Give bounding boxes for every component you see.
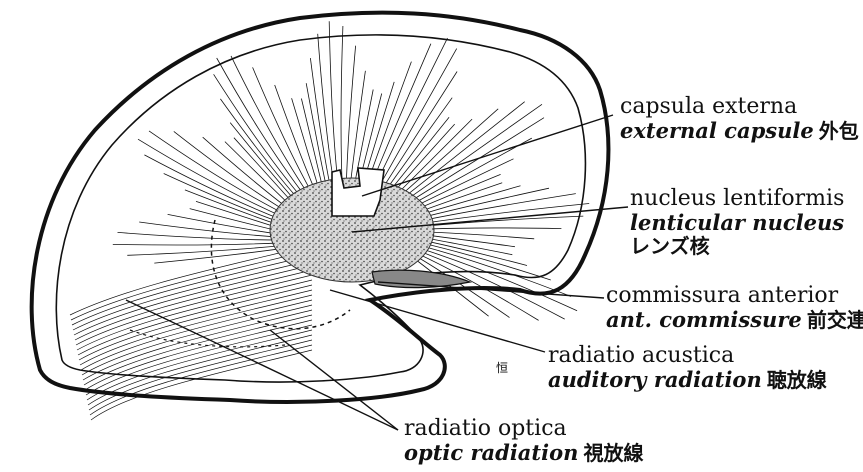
label-radiatio-acustica: radiatio acustica auditory radiation 聴放線 [548,343,827,392]
english-name: ant. commissure [606,307,802,332]
fiber-line [417,188,549,218]
fiber-line [127,246,283,256]
fiber-line [306,83,327,190]
label-capsula-externa: capsula externa external capsule 外包 [620,94,859,143]
latin-name: radiatio acustica [548,343,827,368]
label-commissura-anterior: commissura anterior ant. commissure 前交連 [606,283,863,332]
fiber-line [341,26,343,188]
artist-signature: 恒 [496,361,508,375]
english-name: lenticular nucleus [630,211,844,235]
label-nucleus-lentiformis: nucleus lentiformis lenticular nucleus レ… [630,186,844,258]
fiber-line [420,204,589,224]
fiber-line [370,44,431,189]
fiber-line [118,232,283,240]
latin-name: capsula externa [620,94,859,119]
japanese-name: 外包 [819,119,859,143]
fiber-line [301,99,323,192]
latin-name: nucleus lentiformis [630,186,844,211]
temporal-fiber-line [82,305,312,375]
japanese-name: レンズ核 [630,235,844,258]
temporal-fiber-line [90,345,312,415]
latin-name: radiatio optica [404,416,643,441]
latin-name: commissura anterior [606,283,863,308]
fiber-line [403,104,542,202]
temporal-fiber-line [80,295,312,365]
japanese-name: 聴放線 [767,368,827,392]
fiber-line [275,85,317,194]
fiber-line [406,118,545,205]
temporal-fiber-line [87,330,312,400]
fiber-line [394,119,472,197]
label-radiatio-optica: radiatio optica optic radiation 視放線 [404,416,643,465]
english-name: optic radiation [404,440,578,465]
temporal-fiber-line [83,310,312,380]
fiber-line [421,216,584,226]
temporal-fiber-line [79,290,312,360]
fiber-line [231,56,310,197]
fiber-line [422,232,534,239]
fiber-line [253,67,314,195]
fiber-line [190,209,283,232]
fiber-line [346,46,355,188]
fiber-line [139,222,282,237]
english-name: auditory radiation [548,367,762,392]
japanese-name: 前交連 [807,308,863,332]
fiber-line [292,98,320,192]
fiber-line [174,131,290,213]
fiber-line [421,228,561,229]
english-name: external capsule [620,118,814,143]
fiber-line [113,243,283,245]
japanese-name: 視放線 [583,441,643,465]
